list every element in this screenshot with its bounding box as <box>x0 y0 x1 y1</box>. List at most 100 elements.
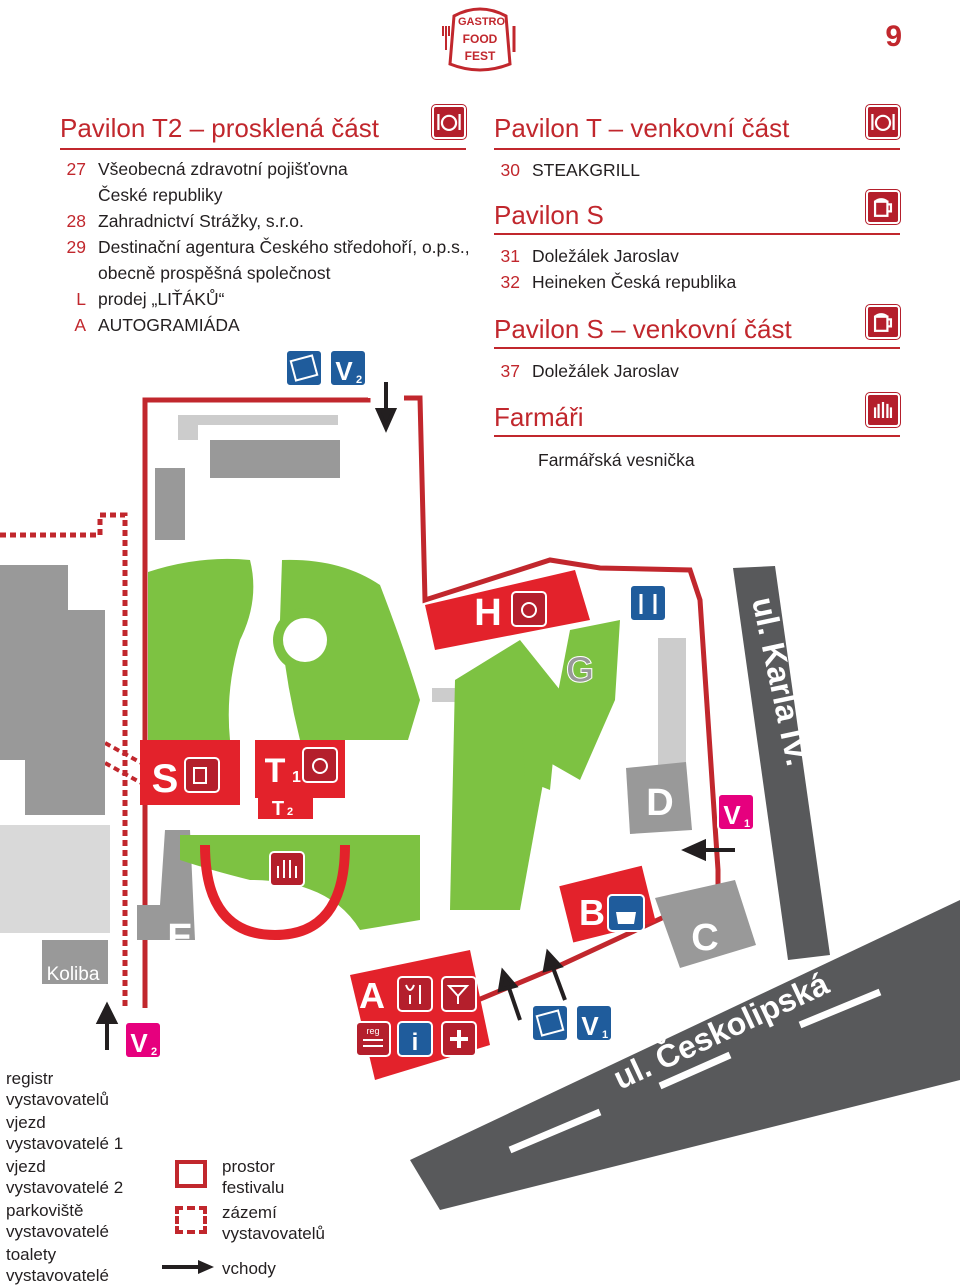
item-text: Heineken Česká republika <box>532 272 737 292</box>
legend-parking: parkoviště vystavovatelé <box>6 1201 109 1241</box>
cocktail-icon <box>441 976 477 1012</box>
pavilion-label-E: E <box>167 917 192 959</box>
farm-icon <box>269 851 305 887</box>
logo-line3: FEST <box>464 49 496 63</box>
entry-v1-sub: 1 <box>744 818 750 830</box>
field-left <box>0 825 110 933</box>
pavilion-label-C: C <box>691 917 718 959</box>
restaurant-icon <box>302 747 338 783</box>
pavilion-label-T1-sub: 1 <box>292 769 301 786</box>
legend-backstage: zázemí vystavovatelů <box>222 1203 325 1243</box>
pavilion-label-B: B <box>579 892 605 933</box>
item-text: AUTOGRAMIÁDA <box>98 315 240 335</box>
entry-v2-letter: V <box>335 356 353 386</box>
koliba-label: Koliba <box>47 964 100 985</box>
beer-icon <box>866 305 900 339</box>
beer-icon <box>866 190 900 224</box>
entrance-arrow-icon <box>162 1260 214 1274</box>
item-num: L <box>76 289 86 309</box>
gastro-food-fest-logo: GASTRO FOOD FEST <box>440 6 520 76</box>
item-text: Všeobecná zdravotní pojišťovna <box>98 159 348 179</box>
item-num: A <box>74 315 86 335</box>
pavilion-C <box>655 880 756 968</box>
restaurant-icon <box>511 591 547 627</box>
item-num: 30 <box>500 160 520 180</box>
info-label: i <box>412 1029 419 1056</box>
reg-label: reg <box>366 1026 379 1036</box>
legend-entry-2: vjezd vystavovatelé 2 <box>6 1157 124 1197</box>
right-section-title-3: Farmáři <box>494 402 584 432</box>
list-item: 29 Destinační agentura Českého středohoří… <box>50 234 470 260</box>
restaurant-icon <box>866 105 900 139</box>
item-num <box>50 260 98 286</box>
entry-v1-letter: V <box>581 1011 599 1041</box>
road-ceskolipska <box>410 900 960 1210</box>
right-section-title-2: Pavilon S – venkovní část <box>494 314 792 344</box>
pavilion-label-T2: T <box>272 798 284 820</box>
left-section-rule <box>60 148 466 150</box>
list-item: A AUTOGRAMIÁDA <box>50 312 470 338</box>
backstage-boundary <box>0 512 128 1010</box>
pavilion-label-A: A <box>359 975 385 1016</box>
parking-icon <box>531 1004 569 1042</box>
legend-entry-1: vjezd vystavovatelé 1 <box>6 1113 124 1153</box>
pavilion-T2-arc <box>200 844 350 941</box>
item-num: 32 <box>500 272 520 292</box>
page-number: 9 <box>885 20 902 53</box>
festival-area-swatch <box>175 1160 207 1188</box>
right-section-item-0-0: 30 STEAKGRILL <box>484 157 640 183</box>
restaurant-icon <box>432 105 466 139</box>
logo-line1: GASTRO <box>458 16 506 28</box>
entry-v1-icon-bottom: V 1 <box>575 1004 613 1042</box>
right-section-title-1: Pavilon S <box>494 200 604 230</box>
item-text: STEAKGRILL <box>532 160 640 180</box>
item-num: 31 <box>500 246 520 266</box>
item-text: Doležálek Jaroslav <box>532 246 679 266</box>
backstage-swatch <box>175 1206 207 1234</box>
shop-icon <box>607 894 645 932</box>
festival-map: H G S T 1 T 2 D E B C A Koliba ul. Karla… <box>0 349 960 1210</box>
list-item: 27 Všeobecná zdravotní pojišťovna <box>50 156 470 182</box>
beer-icon <box>184 757 220 793</box>
right-section-items-1: 31 Doležálek Jaroslav 32 Heineken Česká re… <box>484 243 737 295</box>
pavilion-D <box>626 762 692 834</box>
pavilion-label-T1: T <box>265 752 286 790</box>
right-section-rule-1 <box>494 233 900 235</box>
item-num: 27 <box>66 159 86 179</box>
legend-toilets: toalety vystavovatelé <box>6 1245 109 1285</box>
entry-v2-icon-bottom: V 2 <box>124 1021 162 1059</box>
item-num: 29 <box>66 237 86 257</box>
item-text: Destinační agentura Českého středohoří, … <box>98 237 470 257</box>
item-num: 28 <box>66 211 86 231</box>
right-section-rule-2 <box>494 347 900 349</box>
item-num <box>50 182 98 208</box>
item-text: obecně prospěšná společnost <box>98 263 331 283</box>
legend-festival-area: prostor festivalu <box>222 1157 285 1197</box>
pavilion-H <box>425 570 590 650</box>
legend-registration: registr vystavovatelů <box>6 1069 109 1109</box>
right-section-rule-0 <box>494 148 900 150</box>
item-text: Farmářská vesnička <box>538 450 695 470</box>
pavilion-label-S: S <box>152 757 179 801</box>
parking-icon <box>285 349 323 387</box>
info-icon: i <box>397 1021 433 1057</box>
item-num: 37 <box>500 361 520 381</box>
festival-boundary <box>142 395 721 1023</box>
list-item: České republiky <box>50 182 470 208</box>
farm-icon <box>866 393 900 427</box>
item-text: České republiky <box>98 185 223 205</box>
toilets-icon <box>629 584 667 622</box>
entrance-arrows <box>95 382 735 1050</box>
entry-v2-sub: 2 <box>151 1046 157 1058</box>
green-areas <box>148 558 620 930</box>
pavilion-label-D: D <box>646 782 673 824</box>
right-section-items-3: Farmářská vesnička <box>538 447 695 473</box>
item-text: Doležálek Jaroslav <box>532 361 679 381</box>
entry-v2-sub: 2 <box>356 374 362 386</box>
entry-v2-letter: V <box>130 1028 148 1058</box>
buildings <box>0 415 686 984</box>
entry-v1-sub: 1 <box>602 1029 608 1041</box>
